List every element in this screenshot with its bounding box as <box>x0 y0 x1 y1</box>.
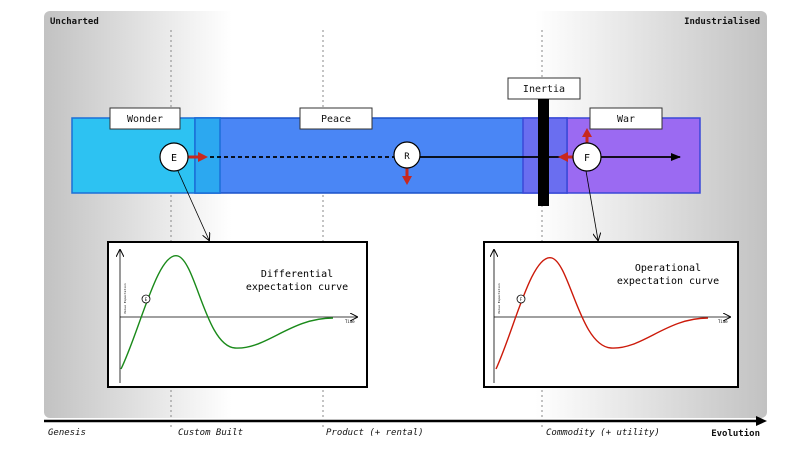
operational-title-line2: expectation curve <box>617 276 719 287</box>
stage-genesis: Genesis <box>48 428 86 438</box>
operational-chart: Value Expectation Time F Operational exp… <box>483 241 739 388</box>
uncharted-label: Uncharted <box>50 17 99 27</box>
stage-product: Product (+ rental) <box>326 428 424 438</box>
inertia-bar <box>538 99 549 206</box>
inertia-label: Inertia <box>523 84 565 95</box>
differential-title-line2: expectation curve <box>246 282 348 293</box>
differential-marker-label: E <box>145 297 148 302</box>
operational-chart-frame <box>483 241 739 388</box>
operational-title-line1: Operational <box>635 263 701 274</box>
war-label-box <box>589 107 663 130</box>
operational-ylabel: Value Expectation <box>497 283 501 314</box>
peace-label: Peace <box>321 114 351 125</box>
stage-custom-built: Custom Built <box>178 428 243 438</box>
operational-marker <box>516 294 526 304</box>
e-right-arrow <box>188 152 208 162</box>
wonder-label: Wonder <box>127 114 163 125</box>
peace-band <box>194 117 568 194</box>
war-label: War <box>617 114 635 125</box>
node-e[interactable]: E <box>159 142 189 172</box>
e-connector <box>177 170 209 240</box>
operational-xlabel: Time <box>718 319 728 324</box>
node-e-label: E <box>171 153 177 164</box>
differential-chart-frame <box>107 241 368 388</box>
peace-label-box <box>299 107 373 130</box>
wonder-label-box <box>109 107 181 130</box>
f-connector <box>585 170 598 240</box>
node-f-label: F <box>584 153 590 164</box>
operational-marker-label: F <box>520 297 523 302</box>
node-r-label: R <box>404 152 410 162</box>
industrialised-label: Industrialised <box>684 16 760 27</box>
differential-title-line1: Differential <box>261 269 333 280</box>
differential-ylabel: Value Expectation <box>123 283 127 314</box>
evolution-axis-arrowhead <box>756 416 767 426</box>
differential-marker <box>141 294 151 304</box>
node-f[interactable]: F <box>572 142 602 172</box>
differential-chart: Value Expectation Time E Differential ex… <box>107 241 368 388</box>
node-r[interactable]: R <box>393 141 421 169</box>
stage-commodity: Commodity (+ utility) <box>546 428 660 438</box>
evolution-label: Evolution <box>711 428 760 439</box>
differential-xlabel: Time <box>345 319 355 324</box>
